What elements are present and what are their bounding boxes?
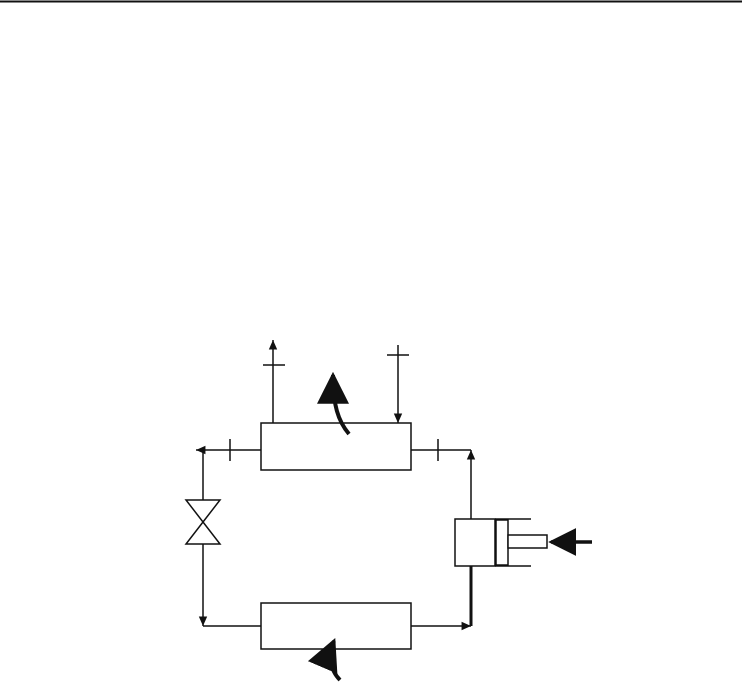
piston-compressor-cylinder [455, 519, 495, 566]
expansion-valve-bottom [186, 522, 220, 544]
compressor-rod [508, 535, 547, 548]
compressor-piston [496, 520, 508, 565]
bottom-heat-exchanger [261, 603, 411, 649]
top-heat-exchanger [261, 423, 411, 470]
heat-in-arrow [331, 641, 340, 680]
heat-out-arrow [333, 375, 349, 434]
expansion-valve-top [186, 500, 220, 522]
